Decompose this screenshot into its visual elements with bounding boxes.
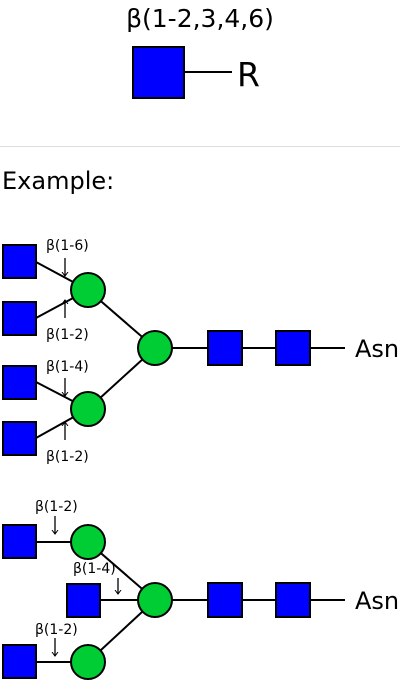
reducing-end-label: Asn — [355, 587, 399, 615]
glcnac-square-icon — [2, 365, 37, 400]
linkage-label: β(1-4) — [73, 561, 116, 577]
glcnac-square-icon — [2, 644, 37, 679]
linkage-label: β(1-2) — [46, 449, 89, 465]
mannose-circle-icon — [70, 272, 106, 308]
linkage-label: β(1-2) — [35, 499, 78, 515]
header-symbol — [132, 46, 232, 99]
glcnac-square-icon — [132, 46, 185, 99]
header-residue-label: R — [237, 55, 260, 94]
linkage-label: β(1-2) — [35, 622, 78, 638]
glcnac-square-icon — [2, 524, 37, 559]
glcnac-square-icon — [207, 330, 243, 366]
glcnac-square-icon — [275, 582, 311, 618]
linkage-label: β(1-6) — [46, 238, 89, 254]
header-linkage-label: β(1-2,3,4,6) — [126, 4, 274, 33]
example-heading: Example: — [2, 167, 115, 195]
mannose-circle-icon — [137, 330, 173, 366]
example1-diagram: β(1-6) β(1-2) β(1-4) β(1-2) Asn — [2, 238, 399, 465]
glcnac-square-icon — [2, 244, 37, 279]
example2-diagram: β(1-2) β(1-4) β(1-2) Asn — [2, 499, 399, 680]
glcnac-square-icon — [275, 330, 311, 366]
glcnac-square-icon — [207, 582, 243, 618]
linkage-label: β(1-2) — [46, 327, 89, 343]
glcnac-square-icon — [2, 421, 37, 456]
mannose-circle-icon — [70, 644, 106, 680]
mannose-circle-icon — [70, 524, 106, 560]
glcnac-square-icon — [66, 583, 101, 618]
glcnac-square-icon — [2, 301, 37, 336]
reducing-end-label: Asn — [355, 335, 399, 363]
linkage-label: β(1-4) — [46, 359, 89, 375]
section-divider — [0, 146, 400, 147]
mannose-circle-icon — [70, 391, 106, 427]
mannose-circle-icon — [137, 582, 173, 618]
